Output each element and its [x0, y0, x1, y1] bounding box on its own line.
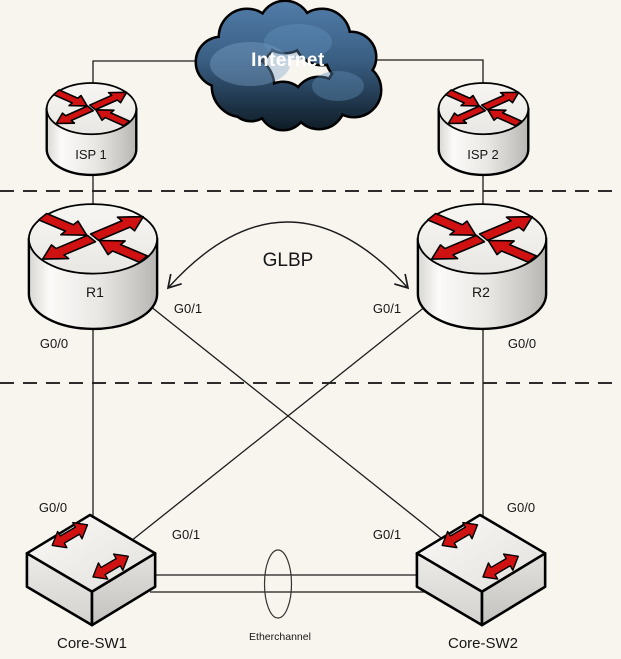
internet-label: Internet [251, 50, 325, 71]
r1-router-icon [29, 204, 157, 329]
link-r1-sw2 [139, 297, 456, 550]
glbp-label: GLBP [263, 250, 314, 271]
r1-g01-label: G0/1 [174, 301, 202, 316]
core-sw2-switch-icon [417, 515, 545, 625]
etherchannel-ellipse [263, 549, 293, 619]
link-r2-sw1 [120, 297, 437, 550]
sw2-g01-label: G0/1 [373, 527, 401, 542]
glbp-arc-arrow [166, 221, 410, 290]
isp1-label: ISP 1 [75, 147, 107, 162]
r2-label: R2 [472, 284, 490, 300]
r2-g01-label: G0/1 [373, 301, 401, 316]
core-sw1-switch-icon [27, 515, 155, 625]
r1-label: R1 [86, 284, 104, 300]
internet-cloud-icon: Internet [194, 0, 383, 132]
r2-g00-label: G0/0 [508, 336, 536, 351]
isp2-label: ISP 2 [467, 147, 499, 162]
core-sw2-label: Core-SW2 [448, 635, 518, 652]
sw1-g01-label: G0/1 [172, 527, 200, 542]
r2-router-icon [418, 204, 546, 329]
sw2-g00-label: G0/0 [507, 500, 535, 515]
r1-g00-label: G0/0 [40, 336, 68, 351]
etherchannel-label: Etherchannel [249, 631, 311, 643]
core-sw1-label: Core-SW1 [57, 635, 127, 652]
sw1-g00-label: G0/0 [39, 500, 67, 515]
